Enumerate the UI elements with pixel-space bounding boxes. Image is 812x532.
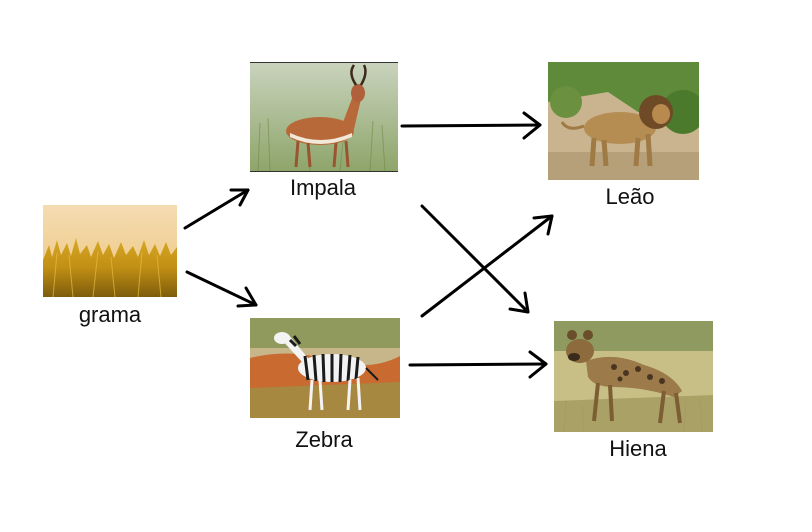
- arrow-grama-impala: [183, 188, 250, 230]
- lion-photo: [548, 62, 699, 180]
- grass-photo: [43, 205, 177, 297]
- arrow-impala-leao: [400, 111, 542, 140]
- arrow-zebra-hiena: [408, 350, 548, 379]
- zebra-label: Zebra: [295, 427, 353, 452]
- impala-photo: [250, 62, 398, 172]
- arrow-impala-hiena: [420, 204, 530, 314]
- impala-label: Impala: [289, 175, 357, 200]
- hyena-label: Hiena: [609, 436, 667, 461]
- arrow-grama-zebra: [185, 270, 258, 308]
- arrow-zebra-leao: [420, 214, 554, 318]
- grass-label: grama: [78, 302, 142, 327]
- zebra-photo: [250, 318, 400, 418]
- lion-label: Leão: [605, 184, 655, 209]
- hyena-photo: [554, 321, 713, 432]
